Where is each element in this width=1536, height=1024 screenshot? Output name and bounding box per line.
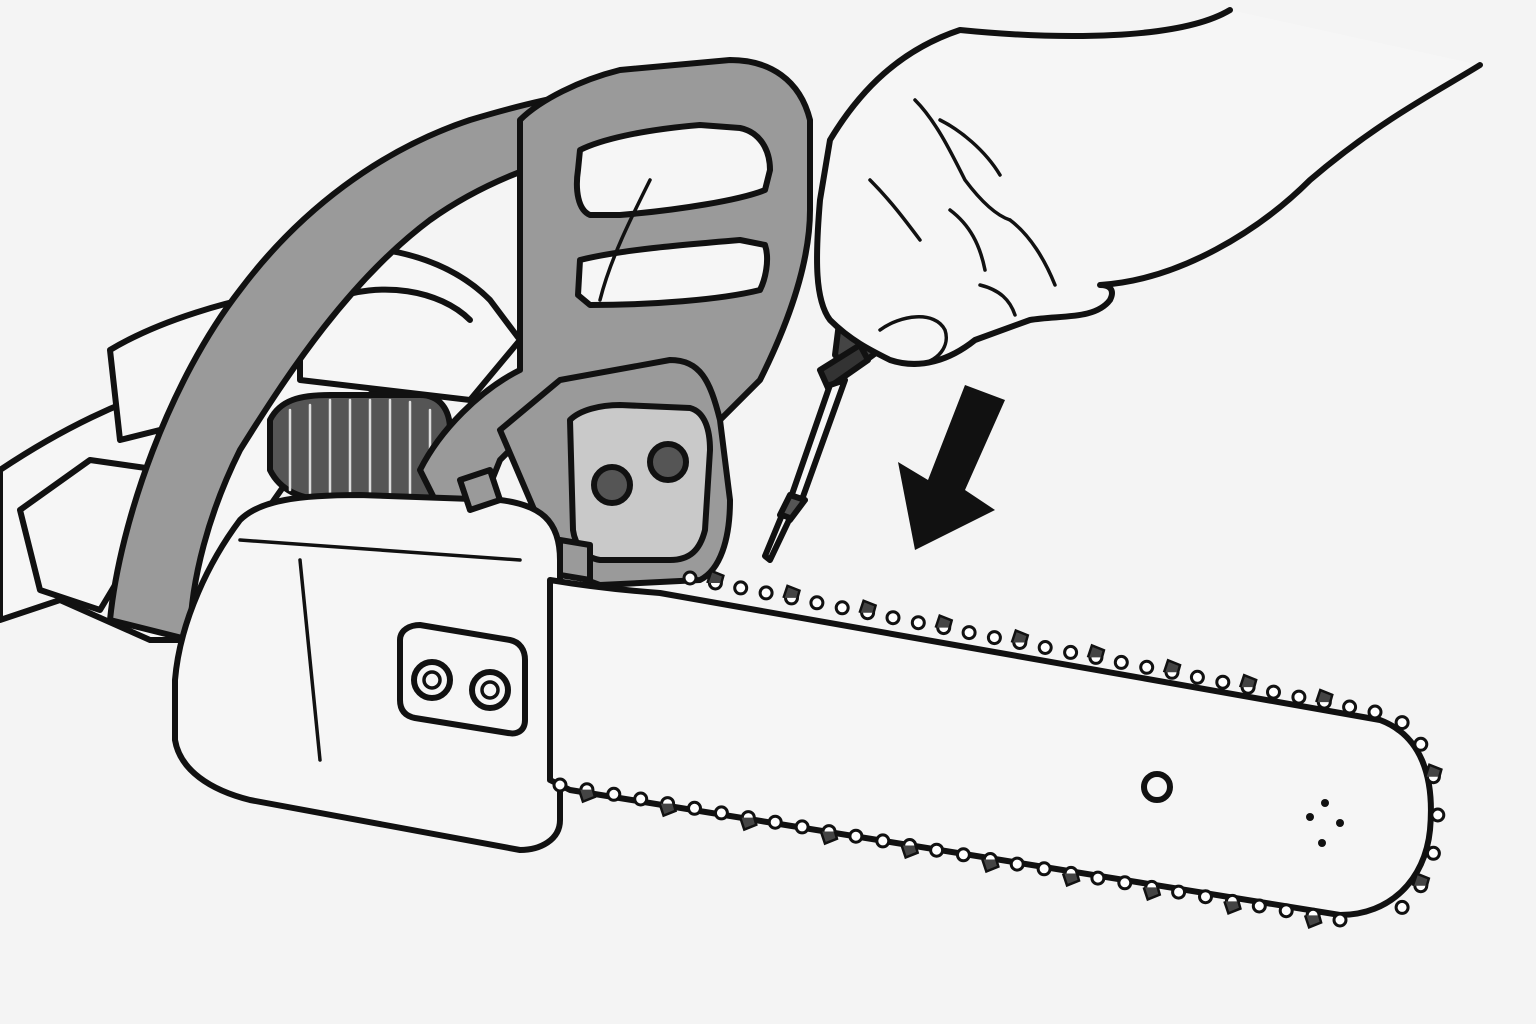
chain-link: [1189, 669, 1205, 685]
chain-link: [1342, 699, 1358, 715]
chain-link: [1117, 875, 1133, 891]
chain-link: [1332, 912, 1348, 928]
bar-mount-plate: [497, 357, 733, 588]
chain-link: [1394, 899, 1410, 915]
cylinder-fins: [267, 392, 453, 503]
chain-cutter-tooth: [1010, 628, 1030, 643]
chain-cutter-tooth: [1086, 643, 1106, 658]
chain-link: [1215, 674, 1231, 690]
chain-link: [1266, 684, 1281, 700]
chain-link: [1198, 889, 1213, 905]
chain-link: [1113, 654, 1129, 670]
sprocket-side-cover: [172, 467, 593, 853]
chain-cutter-tooth: [1315, 688, 1334, 703]
chain-cutter-tooth: [1238, 673, 1258, 688]
chain-link: [1171, 884, 1187, 900]
down-left-arrow-icon: [898, 385, 1005, 550]
chain-link: [1063, 644, 1079, 660]
hand: [814, 7, 1483, 367]
chain-link: [1367, 704, 1383, 720]
chain-link: [929, 842, 945, 858]
chain-link: [1036, 861, 1052, 877]
bar-nuts: [397, 622, 528, 737]
chain-cutter-tooth: [1142, 887, 1162, 902]
chain-link: [848, 828, 864, 844]
chain-link: [682, 570, 698, 586]
chain-cutter-tooth: [1424, 763, 1443, 778]
chain-cutter-tooth: [858, 599, 878, 614]
chain-link: [1425, 845, 1441, 861]
chain-link: [986, 630, 1002, 646]
chain-link: [552, 777, 568, 793]
chain-link: [687, 800, 702, 816]
chain-cutter-tooth: [1303, 914, 1323, 929]
chain-link: [1430, 807, 1446, 823]
chain-link: [1009, 856, 1025, 872]
chain-link: [910, 615, 926, 631]
saw-chain: [552, 569, 1446, 929]
chain-link: [1413, 736, 1429, 752]
chain-link: [1139, 659, 1155, 675]
chain-link: [1037, 640, 1053, 655]
chain-link: [1090, 870, 1106, 886]
chain-cutter-tooth: [981, 859, 1000, 874]
chain-cutter-tooth: [739, 817, 758, 832]
chain-link: [767, 814, 783, 830]
chain-cutter-tooth: [934, 613, 954, 629]
chain-cutter-tooth: [819, 831, 839, 846]
chain-link: [606, 786, 622, 802]
chain-cutter-tooth: [1162, 658, 1182, 673]
chain-link: [961, 625, 977, 641]
chain-link: [633, 791, 649, 807]
chain-link: [794, 819, 810, 835]
chain-cutter-tooth: [1061, 873, 1081, 888]
chain-cutter-tooth: [1411, 872, 1431, 887]
chain-cutter-tooth: [782, 584, 801, 599]
chain-cutter-tooth: [900, 845, 920, 860]
chain-link: [834, 600, 850, 616]
chain-cutter-tooth: [1223, 900, 1242, 916]
chain-link: [809, 595, 825, 611]
chain-link: [1291, 689, 1307, 705]
chain-link: [885, 610, 901, 626]
chain-link: [1278, 903, 1294, 919]
chain-cutter-tooth: [658, 803, 678, 818]
chain-link: [955, 847, 971, 863]
chain-cutter-tooth: [706, 569, 725, 584]
chain-link: [758, 585, 774, 601]
chain-link: [733, 580, 749, 596]
chain-link: [1251, 898, 1267, 914]
chain-cutter-tooth: [577, 789, 597, 804]
chain-link: [713, 805, 729, 821]
chain-link: [875, 833, 891, 849]
chain-link: [1394, 715, 1410, 731]
